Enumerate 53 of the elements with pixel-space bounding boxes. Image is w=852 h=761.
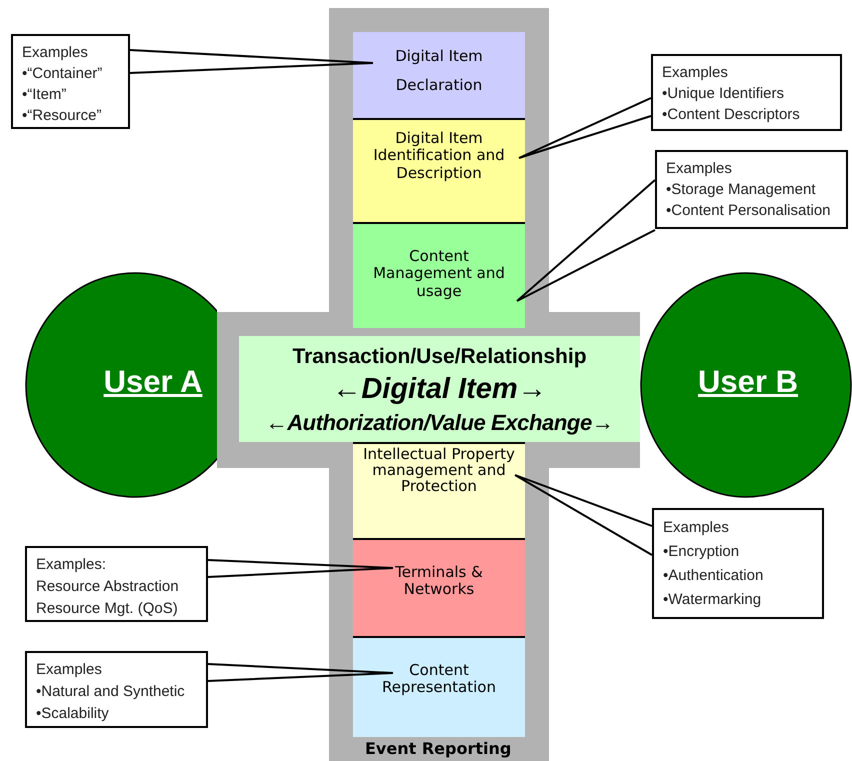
user-label: User A: [104, 364, 202, 400]
callout-box: [652, 508, 824, 619]
callout-text: •Storage Management: [666, 180, 817, 200]
layer-box: [353, 222, 525, 328]
layer-label: Digital Item Declaration: [394, 46, 484, 96]
cross-panel: [217, 8, 640, 761]
layer-label: Content Representation: [381, 662, 497, 696]
callout-text: Resource Abstraction: [36, 577, 180, 597]
leader-line: [516, 179, 656, 302]
callout-text: Examples: [22, 43, 89, 63]
layer-box: [353, 636, 525, 737]
layer-label: Terminals & Networks: [394, 564, 484, 598]
callout-text: Examples: [666, 159, 733, 179]
callout-text: •Content Descriptors: [662, 105, 801, 125]
callout-text: •Watermarking: [663, 590, 762, 610]
callout-box: [11, 34, 130, 129]
callout-text: •Natural and Synthetic: [36, 682, 186, 702]
callout-text: •Scalability: [36, 704, 110, 724]
callout-box: [651, 54, 842, 131]
leader-line: [207, 663, 394, 682]
leader-line: [518, 97, 652, 159]
callout-text: •Encryption: [663, 542, 740, 562]
callout-text: Examples: [663, 518, 730, 538]
callout-text: Resource Mgt. (QoS): [36, 599, 179, 619]
layer-label: Digital Item Identification and Description: [372, 130, 506, 182]
callout-text: •“Resource”: [22, 106, 102, 126]
layer-label: Event Reporting: [365, 739, 512, 758]
callout-text: •Content Personalisation: [666, 201, 832, 221]
exchange-label: ←Authorization/Value Exchange→: [264, 409, 614, 437]
layer-box: [353, 442, 525, 538]
callout-box: [655, 150, 848, 229]
exchange-label: ←Digital Item→: [331, 372, 548, 406]
callout-box: [25, 546, 208, 622]
layer-box: [353, 538, 525, 636]
layer-label: Content Management and usage: [372, 248, 506, 300]
user-label: User B: [698, 364, 798, 400]
callout-text: •“Item”: [22, 85, 68, 105]
callout-box: [25, 651, 208, 728]
callout-text: Examples: [36, 660, 103, 680]
leader-line: [129, 49, 374, 74]
layer-label: Intellectual Property management and Protection: [362, 447, 516, 494]
callout-text: Examples:: [36, 555, 108, 575]
callout-text: Examples: [662, 63, 729, 83]
layer-box: [353, 32, 525, 118]
callout-text: •“Container”: [22, 64, 104, 84]
callout-text: •Unique Identifiers: [662, 84, 785, 104]
user-circle: [640, 272, 852, 498]
layer-box: [353, 118, 525, 222]
heading-text: Transaction/Use/Relationship: [291, 344, 588, 370]
leader-line: [207, 559, 394, 578]
callout-text: •Authentication: [663, 566, 764, 586]
exchange-box: [239, 336, 640, 442]
leader-line: [514, 474, 653, 556]
